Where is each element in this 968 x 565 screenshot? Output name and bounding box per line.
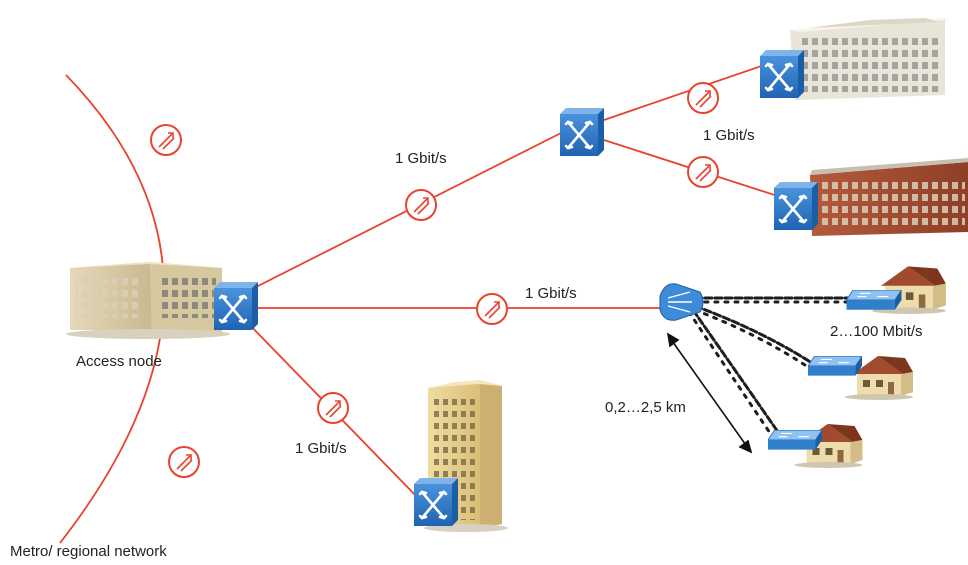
fiber-amplifier-icon — [687, 82, 719, 114]
copper-speed-label: 2…100 Mbit/s — [830, 323, 923, 340]
link-speed-label-top: 1 Gbit/s — [395, 150, 447, 167]
link-speed-label-office: 1 Gbit/s — [703, 127, 755, 144]
fiber-amplifier-icon — [317, 392, 349, 424]
brick-building-switch-icon — [774, 182, 818, 230]
link-speed-label-bottom: 1 Gbit/s — [295, 440, 347, 457]
tower-switch-icon — [414, 478, 458, 526]
link-speed-label-middle: 1 Gbit/s — [525, 285, 577, 302]
fiber-amplifier-icon — [476, 293, 508, 325]
brick-building-icon — [810, 158, 968, 236]
splitter-icon — [659, 283, 704, 321]
fiber-amplifier-icon — [405, 189, 437, 221]
access-node-building-icon — [66, 262, 230, 339]
office-switch-icon — [760, 50, 804, 98]
twisted-pair-lines — [687, 296, 862, 438]
fiber-amplifier-icon — [150, 124, 182, 156]
home-switch-icon-2 — [808, 356, 862, 377]
metro-network-label: Metro/ regional network — [10, 543, 167, 560]
distance-arrow — [666, 332, 753, 454]
fiber-amplifier-icon — [168, 446, 200, 478]
office-building-icon — [790, 18, 950, 100]
access-node-switch-icon — [214, 282, 258, 330]
fiber-amplifier-icon — [687, 156, 719, 188]
copper-distance-label: 0,2…2,5 km — [605, 399, 686, 416]
home-switch-icon-1 — [846, 290, 902, 311]
access-node-label: Access node — [76, 353, 162, 370]
fiber-link-office-1 — [603, 62, 771, 121]
aggregation-switch-icon — [560, 108, 604, 156]
home-switch-icon-3 — [768, 430, 822, 451]
